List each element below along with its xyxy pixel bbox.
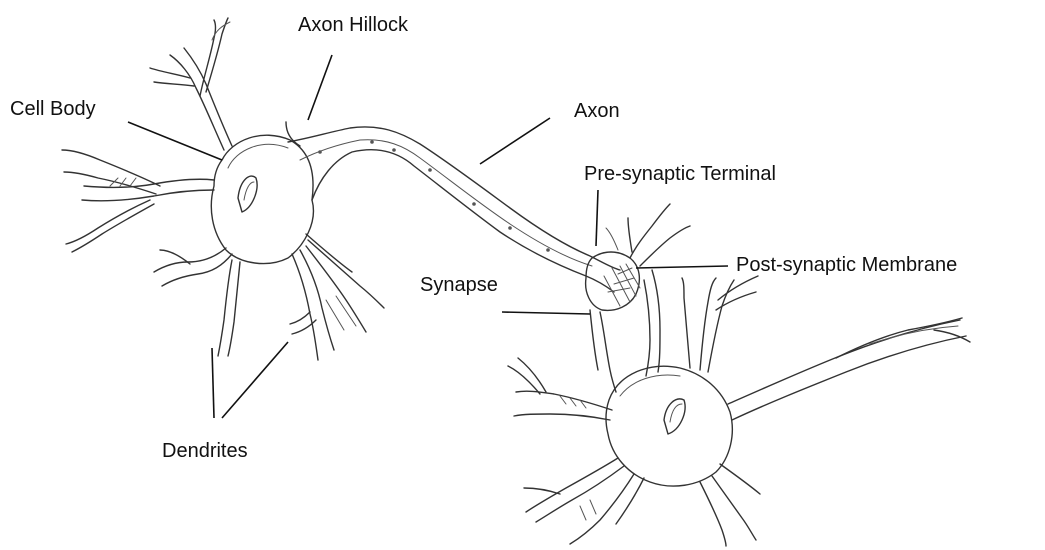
label-cell-body: Cell Body <box>10 98 96 120</box>
label-axon: Axon <box>574 100 620 122</box>
label-synapse: Synapse <box>420 274 498 296</box>
neuron-2-soma <box>606 366 732 486</box>
leader-dendrites-left <box>212 348 214 418</box>
label-pre-synaptic-terminal: Pre-synaptic Terminal <box>584 163 776 185</box>
leader-pre-synaptic-terminal <box>596 190 598 246</box>
leader-dendrites-right <box>222 342 288 418</box>
neuron-1-nucleus <box>238 176 257 212</box>
label-axon-hillock: Axon Hillock <box>298 14 408 36</box>
label-post-synaptic-membrane: Post-synaptic Membrane <box>736 254 957 276</box>
label-dendrites: Dendrites <box>162 440 248 462</box>
neuron-1 <box>62 18 384 360</box>
leader-cell-body <box>128 122 222 160</box>
pre-synaptic-bulb <box>586 252 640 310</box>
leader-post-synaptic-membrane <box>636 266 728 268</box>
neuron-2 <box>508 276 970 546</box>
leader-axon <box>480 118 550 164</box>
leader-axon-hillock <box>308 55 332 120</box>
synaptic-terminal <box>586 204 690 376</box>
neuron-1-soma <box>211 135 313 263</box>
leader-synapse <box>502 312 590 314</box>
